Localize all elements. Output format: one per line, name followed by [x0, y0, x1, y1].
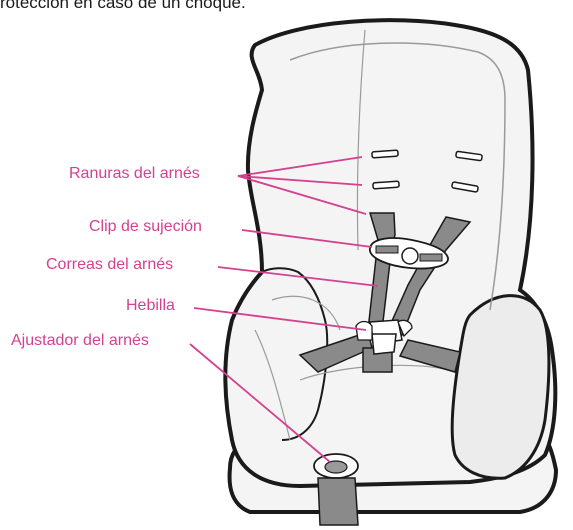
label-buckle: Hebilla [126, 297, 175, 315]
right-armrest [452, 296, 549, 479]
label-harness-straps: Correas del arnés [46, 256, 173, 274]
label-harness-slots: Ranuras del arnés [69, 165, 200, 183]
harness-adjuster-shape [314, 454, 358, 478]
label-harness-adjuster: Ajustador del arnés [11, 332, 149, 350]
label-chest-clip: Clip de sujeción [89, 218, 202, 236]
